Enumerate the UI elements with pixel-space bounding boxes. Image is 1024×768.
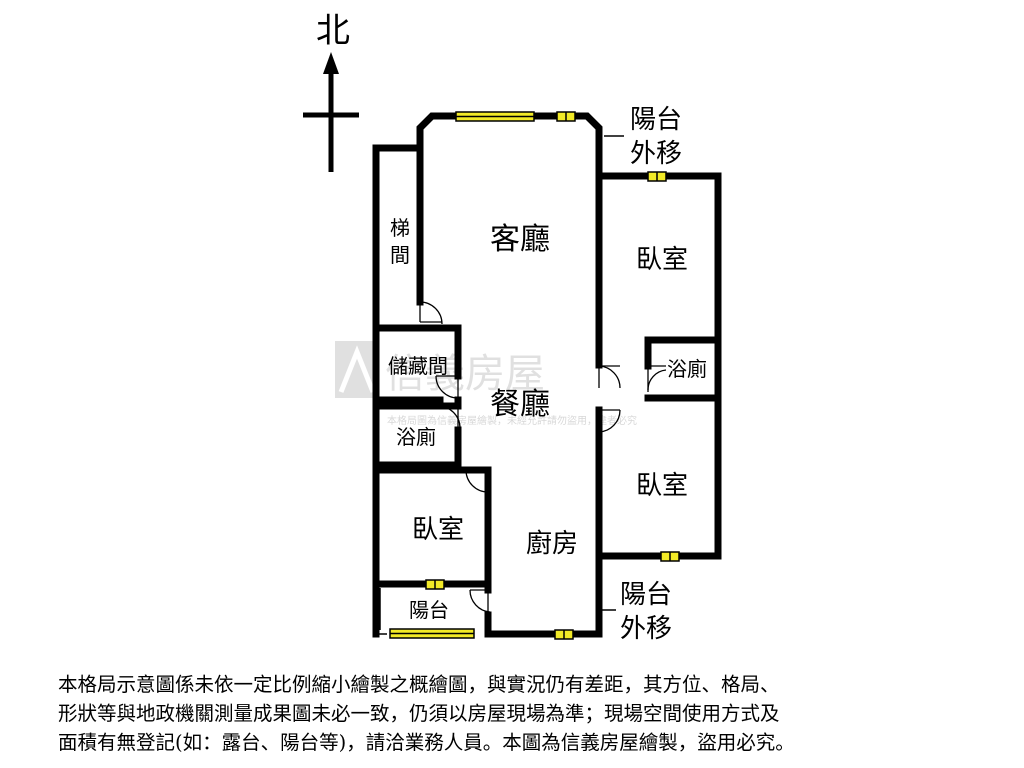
compass: 北 [303,11,359,172]
door-storage [435,375,459,400]
disclaimer-line-2: 形狀等與地政機關測量成果圖未必一致，仍須以房屋現場為準；現場空間使用方式及 [58,702,780,725]
watermark-brand: 信義房屋 [385,351,545,397]
door-balcony [469,589,491,614]
annotation-balcony-south-1: 陽台 [620,580,672,610]
annotation-balcony-north-1: 陽台 [630,105,682,135]
label-living-room: 客廳 [490,222,550,257]
watermark-notice: 本格局圖為信義房屋繪製，未經允許請勿盜用，違者必究 [387,414,637,427]
door-bedroom-ne [598,365,621,389]
balcony-annotations: 陽台 外移 陽台 外移 [620,105,682,644]
label-stairwell-2: 間 [390,243,410,267]
label-bedroom-sw: 臥室 [412,515,464,545]
label-bedroom-e: 臥室 [636,471,688,501]
label-kitchen: 廚房 [526,529,578,559]
label-storage: 儲藏間 [388,354,448,378]
annotation-balcony-north-2: 外移 [630,139,682,169]
label-bathroom-east: 浴廁 [667,357,707,381]
door-bedroom-sw [465,469,489,493]
doors [419,301,667,614]
windows [389,111,680,640]
room-labels: 客廳 餐廳 廚房 梯 間 儲藏間 浴廁 浴廁 臥室 臥室 臥室 陽台 [388,216,707,622]
label-stairwell-1: 梯 [390,216,410,240]
annotation-balcony-south-2: 外移 [620,614,672,644]
wall [416,112,603,182]
watermark: 信義房屋 本格局圖為信義房屋繪製，未經允許請勿盜用，違者必究 [335,341,637,427]
disclaimer-line-3: 面積有無登記(如：露台、陽台等)，請洽業務人員。本圖為信義房屋繪製，盜用必究。 [58,731,795,754]
watermark-logo-icon [335,341,379,398]
door-bedroom-e [598,409,621,433]
compass-north-label: 北 [316,11,350,51]
disclaimer-line-1: 本格局示意圖係未依一定比例縮小繪製之概繪圖，與實況仍有差距，其方位、格局、 [58,673,780,696]
door-stairwell [419,301,443,325]
floor-plan-drawing: 北 信義房屋 本格局圖為信義房屋繪製，未經允許請勿盜用，違者必究 [303,11,722,644]
label-bathroom-west: 浴廁 [396,425,436,449]
disclaimer: 本格局示意圖係未依一定比例縮小繪製之概繪圖，與實況仍有差距，其方位、格局、 形狀… [58,670,978,757]
label-balcony-sw: 陽台 [409,598,449,622]
label-bedroom-ne: 臥室 [636,245,688,275]
balcony-rail [375,586,387,635]
label-dining-room: 餐廳 [490,387,550,422]
compass-arrow-icon [323,52,339,74]
door-bathroom-east [647,365,667,392]
annotation-lines [598,135,624,611]
door-bathroom-west [437,405,461,430]
wall [595,394,722,560]
